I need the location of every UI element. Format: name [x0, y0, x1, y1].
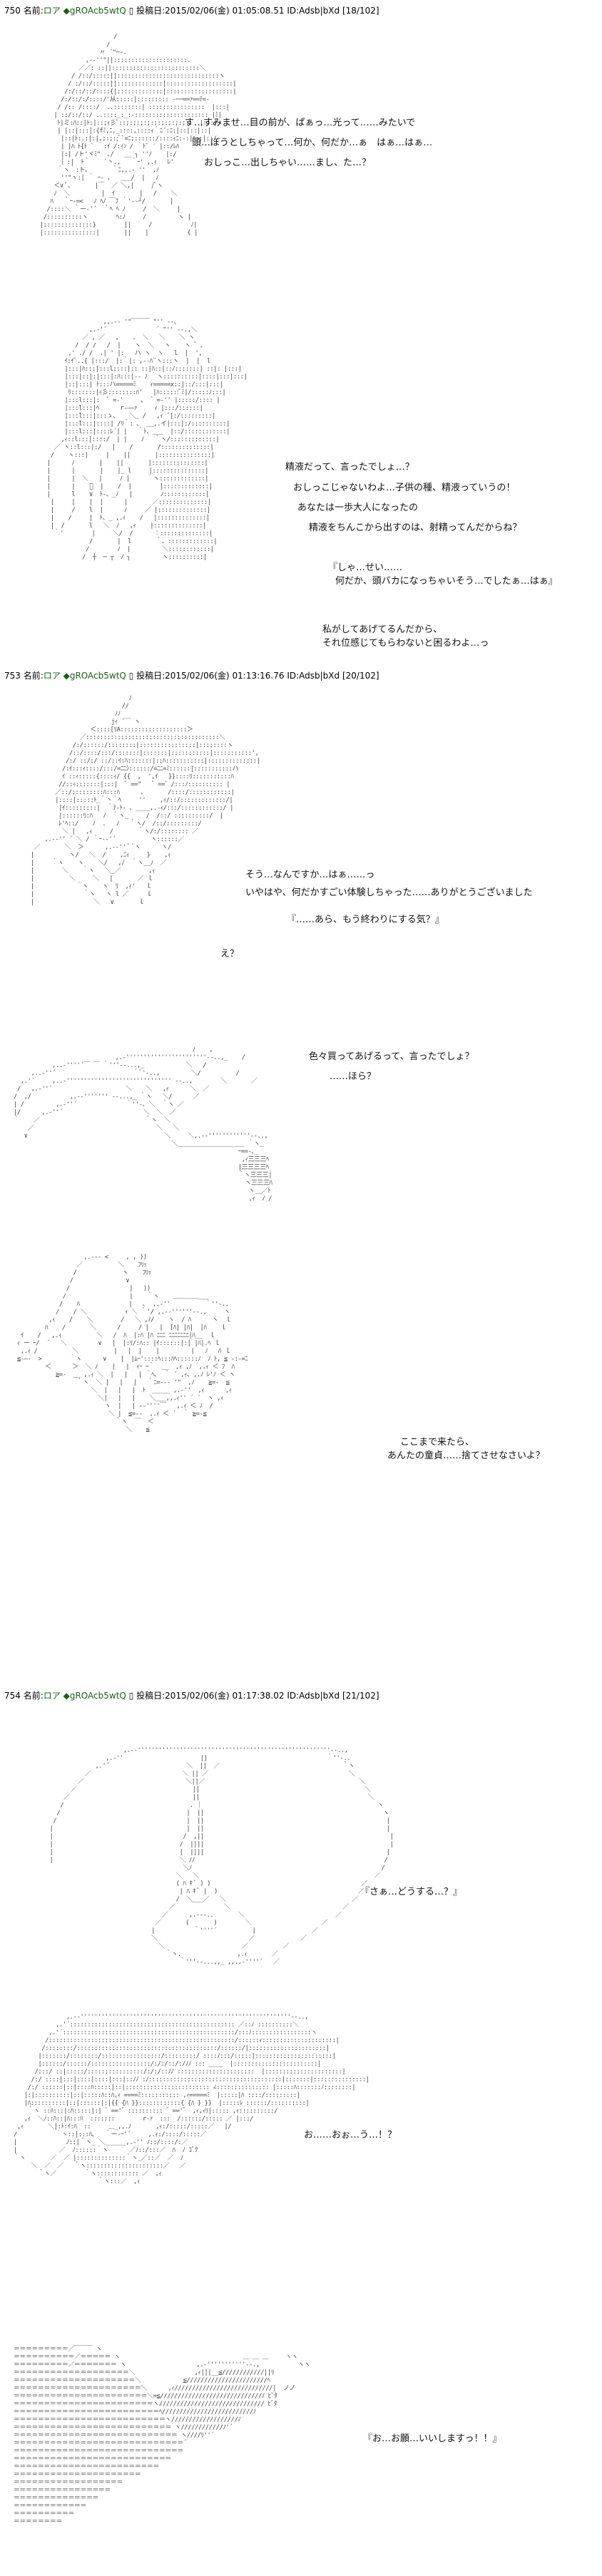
post-date: 2015/02/06(金) 01:05:08.51 — [165, 6, 285, 16]
poster-id: ID:Adsb|bXd — [287, 6, 340, 16]
ascii-art-leg-closeup: ﾉ , ,.-'''''''''''''''''''''''‐-..,_ / ,… — [13, 1046, 272, 1202]
dialogue-line: 『お…お願…いいしますっ！！』 — [363, 2433, 502, 2444]
ascii-art-spread-view: ,.-‐''''''''''''''''''''''''''''''''''''… — [49, 1747, 394, 1966]
page-indicator: [20/102] — [342, 671, 379, 681]
dialogue-line: あんたの童貞……捨てさせなさいよ？ — [387, 1451, 545, 1461]
poster-trip: ◆gROAcb5wtQ — [63, 671, 126, 681]
dialogue-line: す…すみませ…目の前が、ぱぁっ…光って……みたいで — [185, 118, 416, 128]
post-header-750: 750 名前:ロア ◆gROAcb5wtQ ▯ 投稿日:2015/02/06(金… — [4, 4, 379, 16]
poster-id: ID:Adsb|bXd — [287, 671, 340, 681]
ascii-art-legs-spread: ,.-‐‐ < , , )) ／ ＼ ﾌﾘｯ / ヽ ﾌﾘｯ / ∨ / | )… — [16, 1254, 248, 1433]
ascii-art-kneeling-bow: ＝＝＝＝＝＝＝＝＝／￣￣￣ ヽ ＝＝＝＝＝＝＝＝＝＝／＝＝＝＝＝ ヽ ＿ ＿ ＿… — [13, 2346, 310, 2525]
page-indicator: [18/102] — [342, 6, 379, 16]
dialogue-line: 『しゃ…せい…… — [328, 562, 403, 573]
dialogue-line: 頭…ぼうとしちゃって…何か、何だか…ぁ はぁ…はぁ… — [192, 138, 433, 148]
dialogue-line: あなたは一歩大人になったの — [297, 503, 419, 513]
poster-trip: ◆gROAcb5wtQ — [63, 6, 126, 16]
poster-name: ロア — [43, 671, 61, 681]
separator-glyph: ▯ — [128, 6, 134, 16]
ascii-art-girl-blushing: / / 〃 ´"─-. ,-‐''"||::::::::::::::::::::… — [39, 34, 237, 237]
posted-label: 投稿日: — [136, 671, 165, 681]
name-label: 名前: — [23, 671, 44, 681]
posted-label: 投稿日: — [136, 6, 165, 16]
dialogue-line: ここまで来たら、 — [400, 1437, 475, 1448]
dialogue-line: おしっこじゃないわよ…子供の種、精液っていうの！ — [293, 483, 516, 493]
page-indicator: [21/102] — [342, 1691, 379, 1701]
dialogue-line: それ位感じてもらわないと困るわよ…っ — [322, 638, 489, 649]
dialogue-line: いやはや、何だかすごい体験しちゃった……ありがとうございました — [245, 887, 533, 898]
dialogue-line: 何だか、頭バカになっちゃいそう…でしたぁ…はぁ』 — [335, 576, 558, 587]
post-header-753: 753 名前:ロア ◆gROAcb5wtQ ▯ 投稿日:2015/02/06(金… — [4, 669, 379, 681]
ascii-art-girl-bowing: ﾉ // ﾉﾉ jｨ ̄ ￣ ヽ ＜::::[ﾘA:::::::::::::::… — [30, 695, 260, 906]
dialogue-line: 精液をちんこから出すのは、射精ってんだからね？ — [309, 522, 522, 533]
dialogue-line: 色々買ってあげるって、言ったでしょ？ — [309, 1051, 474, 1062]
poster-name: ロア — [43, 1691, 61, 1701]
post-number: 753 — [4, 671, 21, 681]
post-date: 2015/02/06(金) 01:13:16.76 — [165, 671, 285, 681]
post-number: 750 — [4, 6, 21, 16]
dialogue-line: 『……あら、もう終わりにする気？』 — [287, 915, 444, 925]
dialogue-line: おしっこ…出しちゃい……まし、た…？ — [204, 158, 372, 168]
dialogue-line: え？ — [220, 949, 240, 959]
dialogue-line: 精液だって、言ったでしょ…？ — [285, 462, 414, 473]
dialogue-line: 『さぁ…どうする…？』 — [360, 1887, 463, 1897]
separator-glyph: ▯ — [128, 1691, 134, 1701]
separator-glyph: ▯ — [128, 671, 134, 681]
dialogue-line: お……おぉ…う…！？ — [304, 2130, 397, 2140]
post-header-754: 754 名前:ロア ◆gROAcb5wtQ ▯ 投稿日:2015/02/06(金… — [4, 1689, 379, 1701]
poster-trip: ◆gROAcb5wtQ — [63, 1691, 126, 1701]
dialogue-line: ……ほら？ — [330, 1071, 377, 1082]
post-date: 2015/02/06(金) 01:17:38.02 — [165, 1691, 285, 1701]
ascii-art-woman-teasing: ,,.-‐ '"￣￣￣ "'' ‐-、 ,.-'´ ´ "'' ‐-.,＼ ／ … — [46, 319, 248, 561]
name-label: 名前: — [23, 1691, 44, 1701]
poster-name: ロア — [43, 6, 61, 16]
posted-label: 投稿日: — [136, 1691, 165, 1701]
dialogue-line: 私がしてあげてるんだから、 — [322, 624, 443, 635]
dialogue-line: そう…なんですか…はぁ……っ — [245, 870, 375, 880]
name-label: 名前: — [23, 6, 44, 16]
post-number: 754 — [4, 1691, 21, 1701]
ascii-art-boy-shocked: ,.-‐''''''''''''''''''''''''''''''''''''… — [13, 2014, 369, 2185]
poster-id: ID:Adsb|bXd — [287, 1691, 340, 1701]
